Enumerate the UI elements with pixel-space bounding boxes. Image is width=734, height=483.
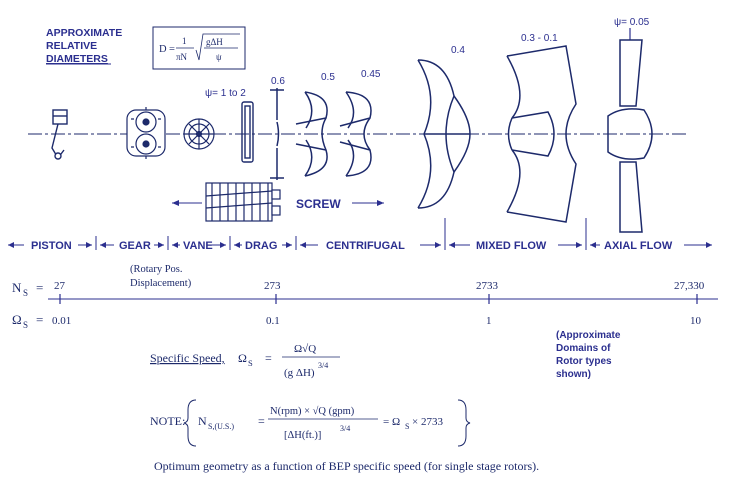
psi-small-label: ψ= 1 to 2: [205, 88, 246, 99]
diameter-centrifugal-2: 0.45: [361, 69, 381, 80]
approx-label-line-3: DIAMETERS: [46, 53, 108, 65]
approx-label-line-2: RELATIVE: [46, 40, 97, 52]
note-den: [ΔH(ft.)]: [284, 430, 321, 441]
gear-rotor-shape: [126, 107, 166, 159]
svg-text:shown): shown): [556, 369, 591, 380]
screw-rotor-shape: [205, 182, 281, 222]
mixed-flow-rotor-shape: [506, 45, 577, 223]
screw-label: SCREW: [296, 197, 341, 211]
figure-caption: Optimum geometry as a function of BEP sp…: [154, 459, 539, 473]
piston-rotor-shape: [51, 109, 68, 160]
svg-text:=: =: [36, 280, 43, 295]
formula-sqrt-den: ψ: [216, 52, 222, 62]
ns-value-273: 273: [264, 280, 281, 292]
note-lhs-sub: S,(U.S.): [208, 422, 234, 431]
specific-speed-formula: Specific Speed, Ω S = Ω√Q (g ΔH) 3/4: [150, 343, 340, 379]
domain-piston: PISTON: [31, 240, 72, 252]
svg-text:Rotor types: Rotor types: [556, 356, 612, 367]
omega-scale: Ω S = 0.01 0.1 1 10: [12, 312, 702, 330]
note-label: NOTE:: [150, 414, 185, 428]
screw-range: SCREW: [172, 182, 384, 222]
ns-symbol: N: [12, 280, 22, 295]
approx-label-line-1: APPROXIMATE: [46, 27, 122, 39]
domain-drag: DRAG: [245, 240, 277, 252]
specific-speed-num: Ω√Q: [294, 343, 316, 355]
note-rhs-sub: S: [405, 422, 409, 431]
specific-speed-symbol: Ω: [238, 351, 247, 365]
domain-gear: GEAR: [119, 240, 151, 252]
specific-speed-sub: S: [248, 358, 253, 368]
axial-flow-rotor-shape: [607, 39, 653, 233]
vane-rotor-shape: [183, 118, 215, 150]
formula-lhs: D: [159, 44, 167, 55]
centrifugal-rotor-1-shape: [270, 88, 284, 180]
drag-rotor-shape: [241, 101, 254, 163]
diameter-formula: D = 1 πN gΔH ψ: [152, 26, 246, 70]
psi-axial-label: ψ= 0.05: [614, 17, 650, 28]
ns-value-27330: 27,330: [674, 280, 705, 292]
domain-centrifugal: CENTRIFUGAL: [326, 240, 405, 252]
gear-note-line-2: Displacement): [130, 278, 192, 289]
centrifugal-rotor-3-shape: [339, 91, 372, 177]
domain-bands: [8, 218, 712, 250]
ns-scale: N S = 27 273 2733 27,330: [12, 280, 705, 298]
formula-num: 1: [182, 36, 187, 46]
note-rhs: = Ω: [383, 416, 400, 428]
speed-scale-ticks: [59, 294, 698, 304]
omega-value-001: 0.01: [52, 315, 71, 327]
specific-speed-exp: 3/4: [318, 361, 328, 370]
svg-text:Domains of: Domains of: [556, 343, 611, 354]
ns-value-2733: 2733: [476, 280, 499, 292]
centrifugal-rotor-4-shape: [417, 59, 471, 209]
note-lhs: N: [198, 414, 207, 428]
diameter-mixed-flow: 0.3 - 0.1: [521, 33, 558, 44]
note-num: N(rpm) × √Q (gpm): [270, 405, 355, 417]
gear-note-line-1: (Rotary Pos.: [130, 264, 183, 275]
svg-text:=: =: [258, 414, 265, 428]
specific-speed-den: (g ΔH): [284, 367, 315, 379]
diameter-drag: 0.6: [271, 76, 285, 87]
formula-sqrt-num: gΔH: [206, 37, 223, 47]
domain-mixed-flow: MIXED FLOW: [476, 240, 547, 252]
domain-vane: VANE: [183, 240, 213, 252]
ns-subscript: S: [23, 288, 28, 298]
diameter-centrifugal-1: 0.5: [321, 72, 335, 83]
domain-axial-flow: AXIAL FLOW: [604, 240, 673, 252]
svg-text:(Approximate: (Approximate: [556, 330, 621, 341]
omega-value-01: 0.1: [266, 315, 280, 327]
specific-speed-label: Specific Speed,: [150, 351, 225, 365]
ns-value-27: 27: [54, 280, 66, 292]
approx-domains-note: (Approximate Domains of Rotor types show…: [556, 330, 621, 380]
omega-value-10: 10: [690, 315, 702, 327]
svg-text:=: =: [169, 44, 175, 55]
formula-den: πN: [176, 52, 188, 62]
note-exp: 3/4: [340, 424, 350, 433]
svg-text:=: =: [265, 351, 272, 365]
approx-diameters-label: APPROXIMATE RELATIVE DIAMETERS: [46, 27, 122, 65]
note-rhs-tail: × 2733: [412, 416, 443, 428]
omega-symbol: Ω: [12, 312, 22, 327]
us-units-note: NOTE: N S,(U.S.) = N(rpm) × √Q (gpm) [ΔH…: [150, 399, 471, 447]
omega-subscript: S: [23, 320, 28, 330]
centrifugal-rotor-2-shape: [295, 91, 328, 177]
diameter-centrifugal-3: 0.4: [451, 45, 465, 56]
omega-value-1: 1: [486, 315, 492, 327]
svg-text:=: =: [36, 312, 43, 327]
